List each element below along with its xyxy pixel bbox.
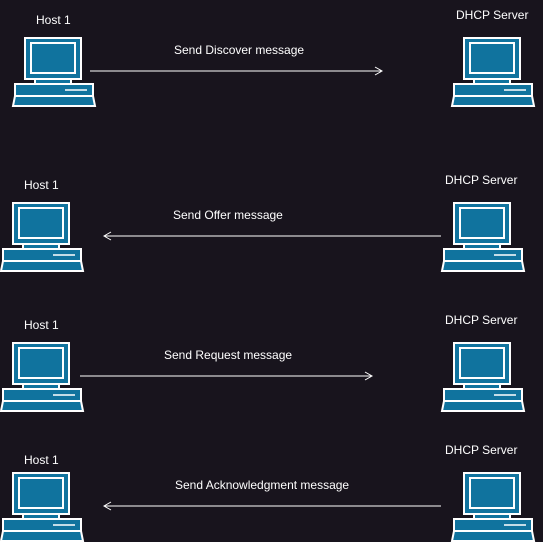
server-label: DHCP Server bbox=[445, 443, 517, 457]
host-computer-icon bbox=[0, 472, 84, 542]
server-label: DHCP Server bbox=[445, 313, 517, 327]
host-computer-icon bbox=[0, 202, 84, 272]
message-label: Send Request message bbox=[164, 348, 292, 362]
dhcp-server-computer-icon bbox=[441, 202, 525, 272]
step-row-1: Host 1 DHCP Server Send Discover message bbox=[12, 8, 535, 107]
host-label: Host 1 bbox=[24, 453, 59, 467]
host-label: Host 1 bbox=[24, 178, 59, 192]
step-row-2: Host 1 DHCP Server Send Offer message bbox=[0, 173, 525, 272]
arrow-head bbox=[374, 66, 384, 76]
host-label: Host 1 bbox=[24, 318, 59, 332]
arrow-head bbox=[102, 231, 112, 241]
host-label: Host 1 bbox=[36, 13, 71, 27]
message-label: Send Discover message bbox=[174, 43, 304, 57]
host-computer-icon bbox=[12, 37, 96, 107]
message-label: Send Acknowledgment message bbox=[175, 478, 349, 492]
step-row-3: Host 1 DHCP Server Send Request message bbox=[0, 313, 525, 412]
step-row-4: Host 1 DHCP Server Send Acknowledgment m… bbox=[0, 443, 535, 542]
arrow-head bbox=[364, 371, 374, 381]
dhcp-server-computer-icon bbox=[451, 37, 535, 107]
dhcp-server-computer-icon bbox=[451, 472, 535, 542]
arrow-head bbox=[102, 501, 112, 511]
server-label: DHCP Server bbox=[456, 8, 528, 22]
host-computer-icon bbox=[0, 342, 84, 412]
server-label: DHCP Server bbox=[445, 173, 517, 187]
message-label: Send Offer message bbox=[173, 208, 283, 222]
dhcp-server-computer-icon bbox=[441, 342, 525, 412]
